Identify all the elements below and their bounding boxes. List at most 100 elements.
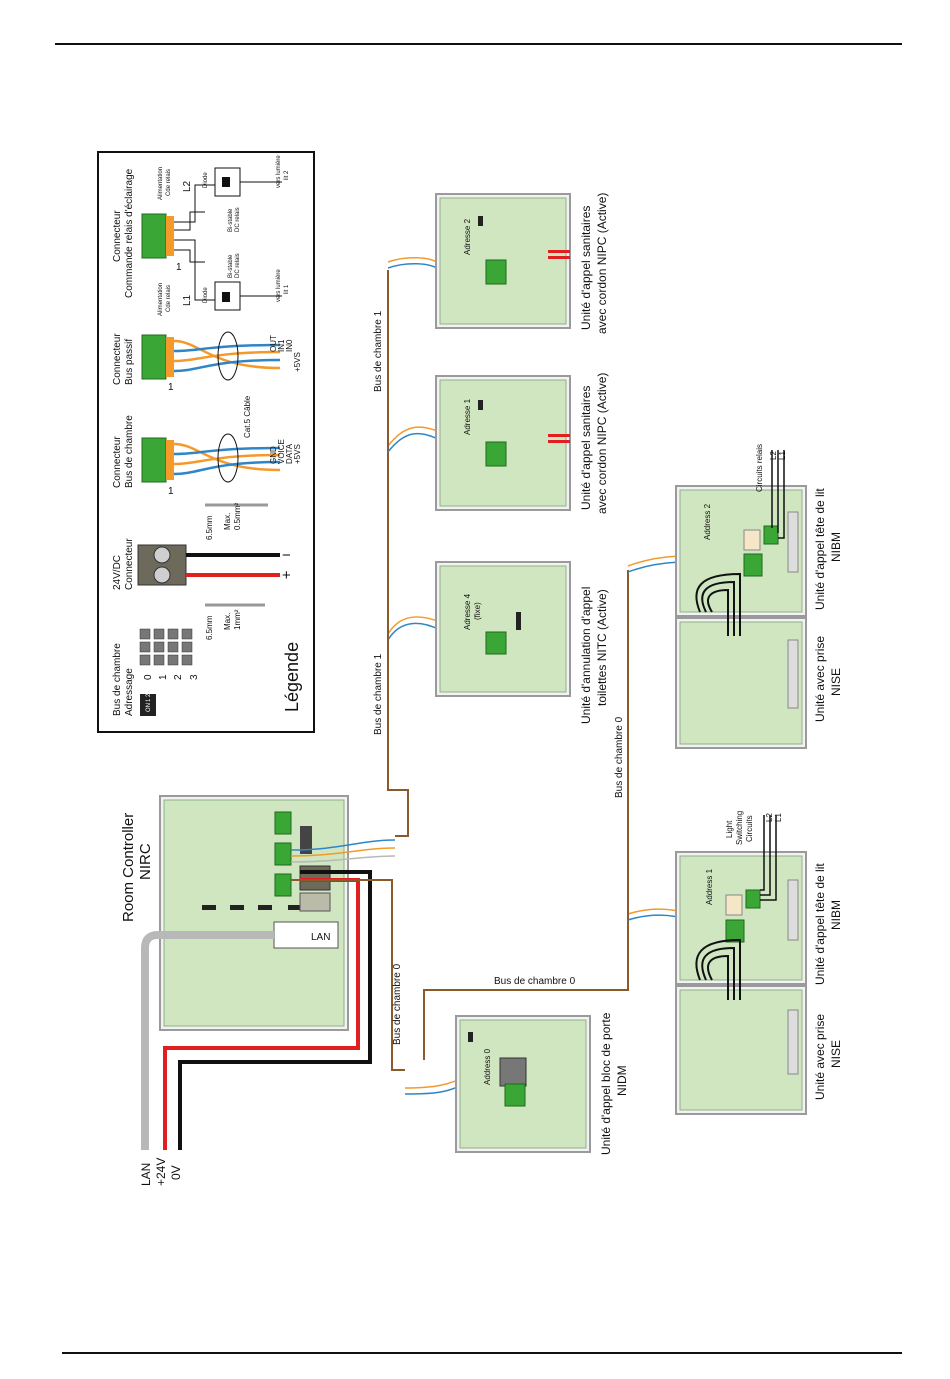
relay-l2-output-1: vers lumière [276, 155, 282, 188]
passive-bus-heading-1: Connecteur [112, 333, 123, 385]
nibm-2-caption-2: NIBM [829, 532, 843, 562]
nibm-1-circuits-1: Light [725, 820, 734, 838]
bus-1-wiring [290, 257, 496, 863]
nipc-2-address: Adresse 2 [463, 218, 472, 255]
addressing-heading-1: Bus de chambre [112, 643, 123, 716]
room-bus-heading-2: Bus de chambre [124, 415, 135, 488]
unit-nipc-1: Adresse 1 Unité d'appel sanitaires avec … [435, 373, 609, 514]
nise-1-caption-1: Unité avec prise [813, 1014, 827, 1100]
cable-label: Cat.5 Câble [243, 395, 252, 438]
nibm-2-caption-1: Unité d'appel tête de lit [813, 488, 827, 610]
bus-1-label-left: Bus de chambre 1 [373, 653, 384, 735]
room-bus-max: Max. [223, 513, 232, 530]
nibm-1-address: Address 1 [705, 868, 714, 905]
nise-1-caption-2: NISE [829, 1040, 843, 1068]
passive-pin-one: 1 [168, 382, 174, 393]
room-bus-pin-5vs: +5VS [293, 444, 302, 464]
addressing-heading-2: Adressage [124, 668, 135, 716]
power-plus-label: + [282, 567, 291, 584]
power-minus-label: − [282, 547, 291, 564]
bus-0-label-vertical: Bus de chambre 0 [392, 963, 403, 1045]
unit-nitc: Adresse 4 (fixe) Unité d'annulation d'ap… [435, 561, 609, 724]
dip-switch-grid [139, 628, 193, 666]
nibm-1-line-l1: L1 [774, 813, 783, 822]
relay-l1-supply-1: Alimentation [158, 283, 164, 316]
nibm-2-line-l2: L2 [769, 451, 778, 460]
addressing-section: Bus de chambre Adressage ON 1 2 0 1 2 3 [112, 628, 200, 716]
nibm-1-circuits-3: Circuits [745, 815, 754, 842]
nibm-2-line-l1: L1 [778, 451, 787, 460]
nitc-address-note: (fixe) [473, 602, 482, 620]
relay-l2-supply-2: Cde relais [166, 169, 172, 196]
power-heading-1: 24V/DC [112, 555, 123, 590]
relay-heading-1: Connecteur [112, 210, 123, 262]
power-max: Max. [223, 613, 232, 630]
relay-l2-type-2: DC relais [235, 207, 241, 232]
room-bus-heading-1: Connecteur [112, 436, 123, 488]
room-controller-model: NIRC [137, 843, 154, 880]
dip-on-label: ON [146, 703, 152, 712]
passive-pin-in0: IN0 [285, 339, 294, 352]
passive-bus-heading-2: Bus passif [124, 339, 135, 385]
relay-connector-section: Connecteur Commande relais d'éclairage 1… [112, 155, 290, 316]
nitc-caption-2: toilettes NITC (Active) [595, 589, 609, 706]
power-section: 1mm² [233, 609, 242, 630]
passive-bus-connector-section: Connecteur Bus passif OUT IN1 IN0 +5VS 1 [112, 331, 302, 393]
nidm-caption-1: Unité d'appel bloc de porte [599, 1012, 613, 1155]
addr-value-3: 3 [189, 674, 200, 680]
room-bus-pin-gnd: GND [269, 446, 278, 464]
relay-l1-supply-2: Cde relais [166, 285, 172, 312]
passive-pin-out: OUT [269, 335, 278, 352]
room-bus-pin-one: 1 [168, 486, 174, 497]
relay-l2-type-1: Bi-stable [228, 208, 234, 232]
lan-cable [141, 931, 274, 1150]
nibm-1-caption-2: NIBM [829, 900, 843, 930]
relay-l2-name: L2 [182, 180, 193, 192]
nitc-caption-1: Unité d'annulation d'appel [579, 587, 593, 724]
room-controller: Room Controller NIRC LAN [120, 795, 349, 1031]
nipc-1-address: Adresse 1 [463, 398, 472, 435]
nise-2-caption-1: Unité avec prise [813, 636, 827, 722]
input-label-24v: +24V [154, 1158, 168, 1186]
unit-nipc-2: Adresse 2 Unité d'appel sanitaires avec … [435, 193, 609, 334]
addr-value-0: 0 [143, 674, 154, 680]
supply-0v-wire [178, 870, 372, 1150]
unit-nibm-1: Address 1 Unité d'appel tête de lit NIBM… [675, 811, 843, 1000]
relay-l1-type-2: DC relais [235, 253, 241, 278]
nipc-2-caption-1: Unité d'appel sanitaires [579, 206, 593, 330]
unit-nidm: Address 0 Unité d'appel bloc de porte NI… [455, 1012, 629, 1155]
relay-l1-type-1: Bi-stable [228, 254, 234, 278]
addr-value-1: 1 [158, 674, 169, 680]
lan-port-label: LAN [311, 932, 330, 943]
nitc-address: Adresse 4 [463, 593, 472, 630]
room-controller-title: Room Controller [120, 813, 137, 922]
relay-l1-output-2: lit 1 [284, 284, 290, 294]
relay-heading-2: Commande relais d'éclairage [124, 168, 135, 298]
nibm-1-caption-1: Unité d'appel tête de lit [813, 863, 827, 985]
passive-pin-in1: IN1 [277, 339, 286, 352]
power-strip-length: 6.5mm [205, 615, 214, 640]
relay-l2-supply-1: Alimentation [158, 167, 164, 200]
nipc-1-caption-2: avec cordon NIPC (Active) [595, 373, 609, 514]
room-bus-strip-length: 6.5mm [205, 515, 214, 540]
relay-l1-output-1: vers lumière [276, 269, 282, 302]
relay-l1-diode: Diode [203, 287, 209, 303]
bus-0-label-right: Bus de chambre 0 [614, 716, 625, 798]
unit-nibm-2: Address 2 Unité d'appel tête de lit NIBM… [675, 444, 843, 636]
nise-2-caption-2: NISE [829, 668, 843, 696]
nipc-1-caption-1: Unité d'appel sanitaires [579, 386, 593, 510]
legend-title: Légende [282, 642, 302, 712]
relay-l2-output-2: lit 2 [284, 170, 290, 180]
dip-switch-numbers: 1 2 [146, 693, 152, 702]
relay-pin-one: 1 [176, 262, 182, 273]
nidm-address: Address 0 [483, 1048, 492, 1085]
relay-l1-name: L1 [182, 294, 193, 306]
nipc-2-caption-2: avec cordon NIPC (Active) [595, 193, 609, 334]
relay-l2-diode: Diode [203, 172, 209, 188]
nibm-1-circuits-2: Switching [735, 811, 744, 845]
input-label-lan: LAN [139, 1163, 153, 1186]
room-bus-connector-section: Connecteur Bus de chambre GND VOICE DATA… [112, 395, 302, 540]
unit-nise-2: Unité avec prise NISE [675, 617, 843, 749]
room-bus-section: 0.5mm² [233, 503, 242, 530]
passive-pin-5vs: +5VS [293, 352, 302, 372]
